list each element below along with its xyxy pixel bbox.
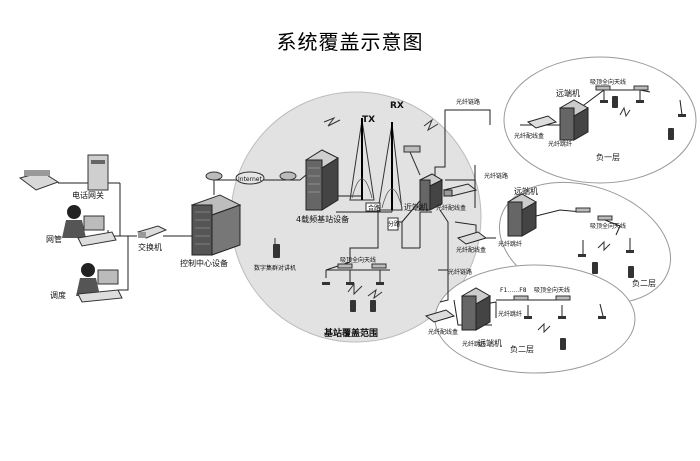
center-dish-antenna <box>403 145 421 176</box>
label-floor-1: 负一层 <box>596 152 620 162</box>
label-odf-3: 光纤配线盒 <box>428 328 458 336</box>
signal-bolts <box>323 106 631 334</box>
router-icons <box>205 171 297 185</box>
antenna-masts <box>349 118 403 211</box>
label-odf-1: 光纤配线盒 <box>514 132 544 140</box>
splitter-box <box>387 217 399 231</box>
label-rx: RX <box>390 101 404 111</box>
label-digital-radio: 数字集群对讲机 <box>254 264 296 272</box>
label-ant-r3: 吸顶全向天线 <box>534 286 570 294</box>
label-odf-2: 光纤配线盒 <box>456 246 486 254</box>
network-mgmt-workstation <box>62 205 117 247</box>
digital-radio-icon <box>273 238 280 258</box>
combiner-box <box>365 202 381 212</box>
label-indoor-antenna: 吸顶全向天线 <box>340 256 376 264</box>
label-internet: Internet <box>238 176 262 183</box>
label-floor-2a: 负二层 <box>632 278 656 288</box>
label-combiner: 合路 <box>368 204 380 212</box>
label-jumper-4: 光纤跳纤 <box>462 340 486 348</box>
odf-3-device <box>424 309 456 323</box>
label-control-center: 控制中心设备 <box>180 258 228 268</box>
label-jumper-3: 光纤跳纤 <box>498 310 522 318</box>
label-floor-2b: 负二层 <box>510 344 534 354</box>
remote-unit-1 <box>558 99 590 141</box>
label-splitter: 分路 <box>388 220 400 228</box>
remote-unit-3 <box>460 287 492 331</box>
diagram-title: 系统覆盖示意图 <box>276 30 424 54</box>
label-f-range: F1……F8 <box>500 287 527 294</box>
label-remote-1: 远端机 <box>556 88 580 98</box>
remote-unit-2 <box>506 193 538 237</box>
ceiling-antennas <box>524 100 686 319</box>
label-near-end: 近端机 <box>404 202 428 212</box>
odf-1-device <box>526 115 558 129</box>
label-ant-r2: 吸顶全向天线 <box>590 222 626 230</box>
label-fiber-link-mid: 光纤链路 <box>484 172 508 180</box>
handheld-radios <box>560 96 674 350</box>
remote-antennas <box>513 85 649 301</box>
label-fiber-link-low: 光纤链路 <box>448 268 472 276</box>
label-bs-coverage: 基站覆盖范围 <box>323 327 378 339</box>
label-ant-r1: 吸顶全向天线 <box>590 78 626 86</box>
label-jumper-1: 光纤跳纤 <box>548 140 572 148</box>
label-tx: TX <box>362 115 375 125</box>
floor-1-area <box>503 56 697 184</box>
bs-indoor-antennas <box>322 263 387 312</box>
control-center-device <box>190 194 242 256</box>
label-center-odf: 光纤配线盒 <box>436 204 466 212</box>
label-network-mgmt: 网管 <box>46 234 62 244</box>
label-remote-2: 远端机 <box>514 186 538 196</box>
phone-gateway-device <box>18 154 109 191</box>
label-remote-3: 远端机 <box>478 338 502 348</box>
switch-device <box>136 225 168 239</box>
near-end-device <box>418 173 444 211</box>
label-switch: 交换机 <box>138 242 162 252</box>
odf-2-device <box>456 231 488 245</box>
label-base-station: 4载频基站设备 <box>296 214 349 224</box>
center-odf-device <box>442 183 478 197</box>
base-station-cabinet <box>304 149 340 211</box>
label-phone-gateway: 电话网关 <box>72 190 104 200</box>
dispatch-workstation <box>76 263 123 303</box>
label-jumper-2: 光纤跳纤 <box>498 240 522 248</box>
label-dispatch: 调度 <box>50 290 66 300</box>
label-fiber-link-top: 光纤链路 <box>456 98 480 106</box>
